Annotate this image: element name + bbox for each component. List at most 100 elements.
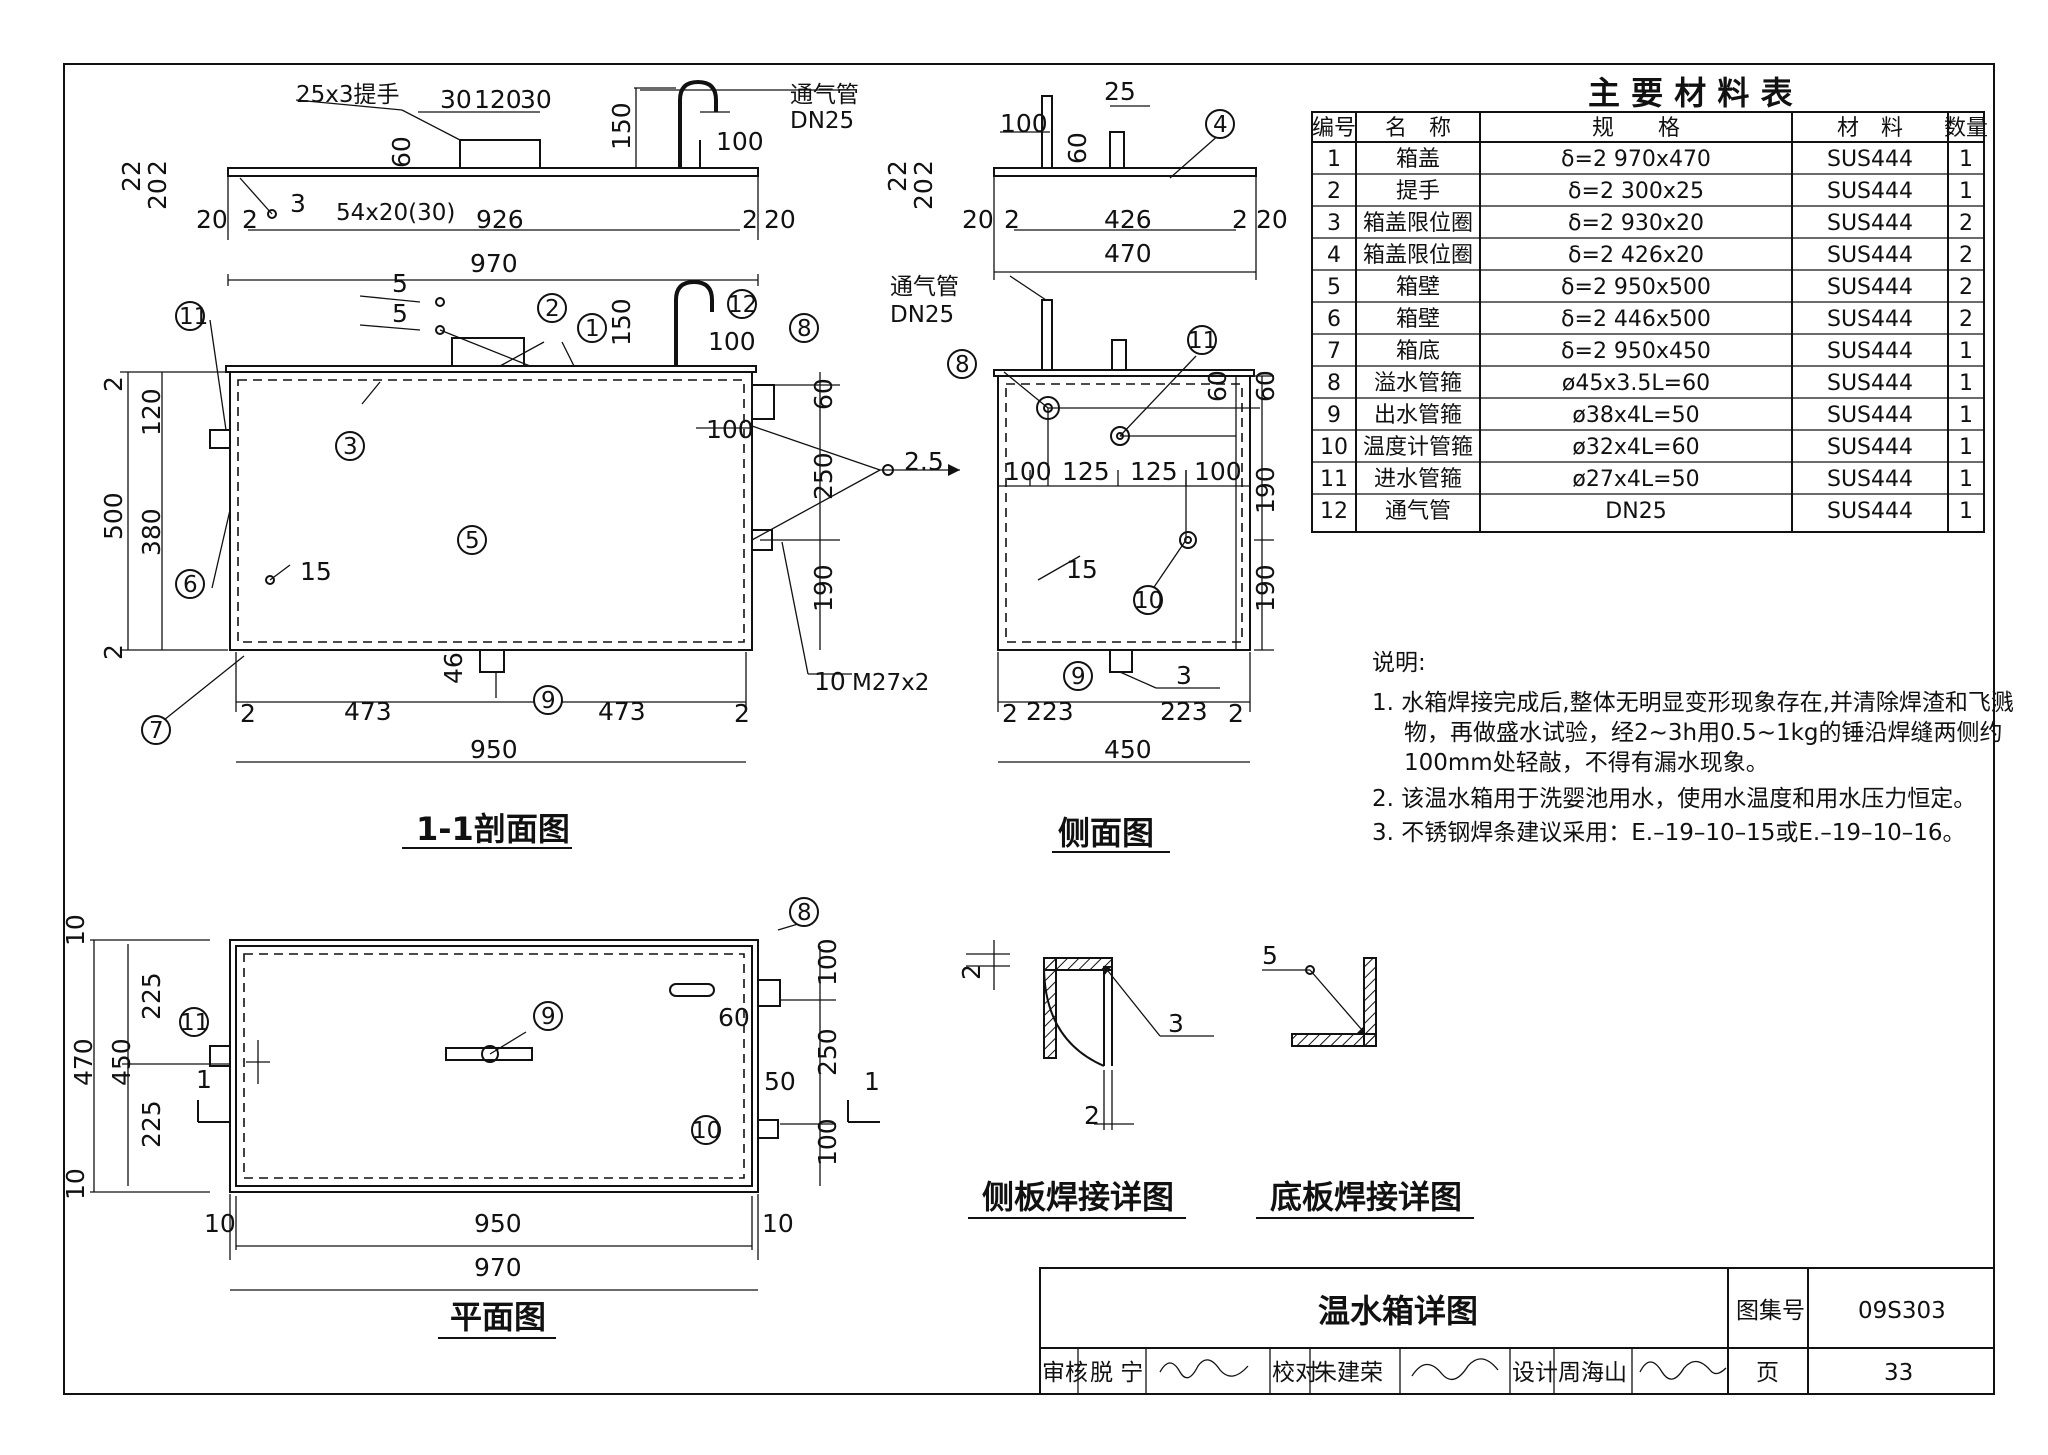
table-cell: SUS444 (1827, 371, 1913, 396)
dim-926: 926 (476, 205, 524, 234)
dim-20-right: 20 (764, 205, 796, 234)
callout-11-sec: 11 (179, 304, 208, 330)
dim-426: 426 (1104, 205, 1152, 234)
table-cell: 6 (1327, 307, 1341, 332)
dim-60-plan: 60 (718, 1003, 750, 1032)
dim-500-sec: 500 (99, 492, 128, 540)
callout-11-side: 11 (1188, 328, 1217, 354)
table-cell: δ=2 300x25 (1568, 179, 1704, 204)
weld-15-side: 15 (1066, 555, 1098, 584)
weld-5-bottom: 5 (1262, 941, 1278, 970)
note-line-4: 2. 该温水箱用于洗婴池用水，使用水温度和用水压力恒定。 (1372, 786, 1976, 812)
checker-role: 校对 (1272, 1360, 1318, 1386)
callouts-plan: 11 9 8 10 (179, 897, 819, 1145)
plan-view-title: 平面图 (450, 1298, 546, 1336)
callout-9-plan: 9 (541, 1004, 556, 1030)
table-header-cell: 编号 (1312, 116, 1356, 141)
slope-label: 2.5 (904, 447, 944, 476)
callout-11-plan: 11 (180, 1010, 209, 1036)
dim-10-plan-top: 10 (61, 914, 90, 946)
table-cell: 1 (1959, 179, 1973, 204)
note-line-3: 100mm处轻敲，不得有漏水现象。 (1404, 750, 1769, 776)
reviewer-name: 脱 宁 (1090, 1360, 1143, 1386)
dim-60-side-a: 60 (1203, 370, 1232, 402)
dim-10-plan-bot: 10 (61, 1168, 90, 1200)
dim-950-plan: 950 (474, 1209, 522, 1238)
table-cell: SUS444 (1827, 339, 1913, 364)
dim-2-side-l: 2 (1004, 205, 1020, 234)
table-cell: SUS444 (1827, 243, 1913, 268)
dim-2-side-bl: 2 (1002, 699, 1018, 728)
sheet-border (63, 63, 1995, 1395)
section-view-title: 1-1剖面图 (416, 810, 570, 848)
dim-22: 22 (117, 160, 146, 192)
dim-125-side-b: 125 (1130, 457, 1178, 486)
table-cell: 1 (1959, 371, 1973, 396)
dim-2-sec-l: 2 (240, 699, 256, 728)
table-cell: 箱底 (1396, 339, 1440, 364)
thread-label: M27x2 (852, 670, 929, 696)
table-cell: δ=2 426x20 (1568, 243, 1704, 268)
dim-223b: 223 (1160, 697, 1208, 726)
dim-250-sec: 250 (809, 452, 838, 500)
plan-view (90, 923, 880, 1291)
table-cell: 1 (1959, 339, 1973, 364)
dim-20-side: 20 (909, 178, 938, 210)
table-cell: 1 (1959, 467, 1973, 492)
dim-2-weld-b: 2 (1084, 1101, 1100, 1130)
designer-name: 周海山 (1558, 1360, 1627, 1386)
table-header-cell: 名 称 (1385, 116, 1451, 141)
table-cell: SUS444 (1827, 147, 1913, 172)
lid-detail-side (993, 95, 1257, 280)
dim-2-left: 2 (242, 205, 258, 234)
callout-10-side: 10 (1134, 588, 1163, 614)
weld-5a: 5 (392, 269, 408, 298)
dim-473b: 473 (598, 697, 646, 726)
callout-4: 4 (1213, 112, 1228, 138)
note-line-1: 1. 水箱焊接完成后,整体无明显变形现象存在,并清除焊渣和飞溅 (1372, 690, 2014, 716)
dim-450-plan: 450 (107, 1038, 136, 1086)
dim-100-side-lid: 100 (1000, 109, 1048, 138)
bottom-weld-detail (1262, 957, 1377, 1047)
dim-120-sec: 120 (137, 388, 166, 436)
dim-10-plan-l: 10 (204, 1209, 236, 1238)
vent-label-top: 通气管 (790, 82, 859, 108)
dim-250-plan: 250 (813, 1028, 842, 1076)
table-cell: 箱壁 (1396, 275, 1440, 300)
reviewer-role: 审核 (1042, 1360, 1088, 1386)
dim-30b: 30 (520, 85, 552, 114)
weld-15-sec: 15 (300, 557, 332, 586)
notes-heading: 说明: (1372, 650, 1426, 676)
dn25-label-top: DN25 (790, 108, 854, 134)
lid-detail-front (227, 79, 850, 286)
dim-22-side: 22 (883, 160, 912, 192)
dim-470-plan: 470 (69, 1038, 98, 1086)
table-header-cell: 规 格 (1592, 116, 1680, 141)
page-number: 33 (1884, 1360, 1913, 1386)
side-weld-detail (966, 940, 1214, 1130)
table-cell: 1 (1959, 435, 1973, 460)
callout-7-sec: 7 (149, 718, 164, 744)
table-cell: δ=2 446x500 (1561, 307, 1711, 332)
table-cell: 溢水管箍 (1374, 371, 1462, 396)
dim-223a: 223 (1026, 697, 1074, 726)
table-cell: 1 (1327, 147, 1341, 172)
table-cell: δ=2 930x20 (1568, 211, 1704, 236)
dim-60-side-b: 60 (1251, 370, 1280, 402)
drawing-title: 温水箱详图 (1318, 1292, 1478, 1330)
weld-5b: 5 (392, 299, 408, 328)
dim-100-side-b: 100 (1194, 457, 1242, 486)
table-cell: ø27x4L=50 (1572, 467, 1699, 492)
callout-8-plan: 8 (797, 900, 812, 926)
callout-8-sec: 8 (797, 316, 812, 342)
atlas-number: 09S303 (1858, 1298, 1946, 1324)
table-cell: 1 (1959, 147, 1973, 172)
table-cell: 2 (1959, 275, 1973, 300)
material-table (1311, 111, 1985, 533)
dim-2-sec-r: 2 (734, 699, 750, 728)
table-cell: 1 (1959, 499, 1973, 524)
table-cell: δ=2 950x500 (1561, 275, 1711, 300)
table-cell: 进水管箍 (1374, 467, 1462, 492)
table-cell: 8 (1327, 371, 1341, 396)
